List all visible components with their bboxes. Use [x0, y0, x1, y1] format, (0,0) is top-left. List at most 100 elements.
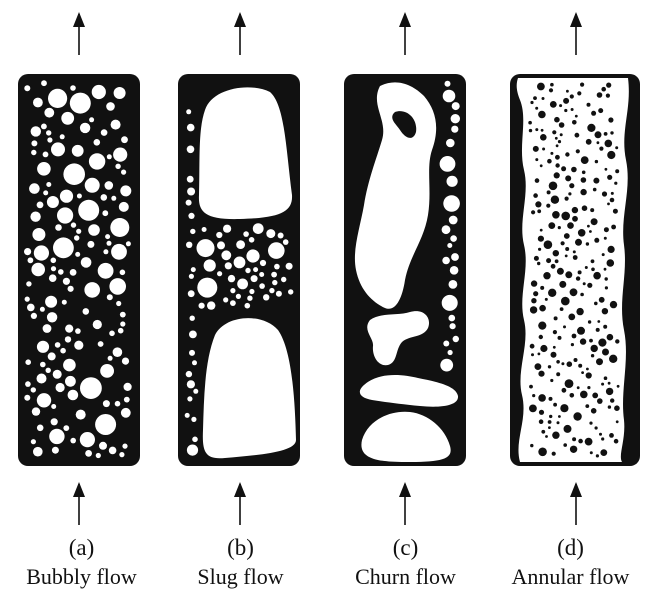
- gas-bubble: [48, 89, 67, 108]
- gas-bubble: [116, 301, 121, 306]
- liquid-droplet: [541, 129, 544, 132]
- gas-bubble: [83, 308, 90, 315]
- liquid-droplet: [544, 240, 553, 249]
- gas-bubble: [70, 269, 77, 276]
- liquid-droplet: [587, 103, 591, 107]
- liquid-droplet: [611, 225, 616, 230]
- liquid-droplet: [610, 301, 617, 308]
- liquid-droplet: [614, 182, 617, 185]
- liquid-droplet: [537, 209, 541, 213]
- gas-bubble: [96, 453, 101, 458]
- liquid-droplet: [593, 188, 597, 192]
- liquid-droplet: [602, 308, 608, 314]
- liquid-droplet: [554, 172, 560, 178]
- liquid-droplet: [539, 419, 544, 424]
- liquid-droplet: [614, 439, 619, 444]
- gas-bubble: [447, 176, 458, 187]
- liquid-droplet: [592, 393, 598, 399]
- liquid-droplet: [538, 353, 541, 356]
- liquid-droplet: [548, 365, 551, 368]
- gas-bubble: [188, 290, 195, 297]
- liquid-droplet: [540, 229, 543, 232]
- liquid-droplet: [580, 338, 586, 344]
- gas-bubble: [189, 274, 194, 279]
- gas-bubble: [186, 371, 192, 377]
- gas-bubble: [243, 231, 249, 237]
- liquid-droplet: [557, 421, 560, 424]
- gas-bubble: [31, 150, 36, 155]
- gas-bubble: [68, 286, 74, 292]
- liquid-droplet: [597, 320, 600, 323]
- gas-bubble: [60, 190, 73, 203]
- gas-bubble: [46, 182, 51, 187]
- liquid-droplet: [549, 397, 553, 401]
- liquid-droplet: [561, 241, 565, 245]
- gas-bubble: [190, 229, 195, 234]
- gas-bubble: [31, 263, 45, 277]
- outlet-arrow-head-c: [399, 12, 411, 27]
- liquid-droplet: [572, 120, 577, 125]
- inlet-arrow-head-d: [570, 482, 582, 497]
- gas-bubble: [190, 316, 195, 321]
- gas-bubble: [230, 300, 236, 306]
- liquid-droplet: [602, 349, 609, 356]
- gas-bubble: [52, 447, 59, 454]
- gas-bubble: [450, 323, 456, 329]
- gas-bubble: [234, 257, 246, 269]
- gas-bubble: [119, 452, 124, 457]
- liquid-droplet: [553, 330, 557, 334]
- liquid-droplet: [563, 325, 566, 328]
- liquid-droplet: [565, 255, 568, 258]
- liquid-droplet: [555, 155, 560, 160]
- liquid-droplet: [551, 352, 557, 358]
- liquid-droplet: [559, 281, 566, 288]
- gas-bubble: [24, 395, 30, 401]
- liquid-droplet: [555, 163, 559, 167]
- liquid-droplet: [538, 371, 544, 377]
- gas-bubble: [77, 194, 82, 199]
- gas-bubble: [107, 294, 113, 300]
- liquid-droplet: [557, 268, 564, 275]
- liquid-droplet: [589, 230, 592, 233]
- outlet-arrow-head-b: [234, 12, 246, 27]
- liquid-droplet: [602, 191, 607, 196]
- liquid-droplet: [593, 272, 601, 280]
- liquid-droplet: [539, 305, 546, 312]
- liquid-droplet: [607, 151, 615, 159]
- liquid-droplet: [596, 328, 600, 332]
- gas-bubble: [109, 331, 115, 337]
- gas-bubble: [113, 347, 123, 357]
- gas-bubble: [100, 364, 114, 378]
- liquid-droplet: [553, 250, 559, 256]
- gas-bubble: [197, 239, 215, 257]
- liquid-droplet: [547, 159, 552, 164]
- gas-bubble: [118, 328, 124, 334]
- liquid-droplet: [576, 149, 580, 153]
- liquid-droplet: [538, 322, 546, 330]
- liquid-droplet: [600, 449, 607, 456]
- gas-bubble: [28, 257, 34, 263]
- gas-bubble: [53, 237, 74, 258]
- liquid-droplet: [578, 229, 586, 237]
- gas-bubble: [45, 296, 57, 308]
- liquid-droplet: [580, 189, 586, 195]
- gas-bubble: [450, 266, 459, 275]
- liquid-droplet: [553, 346, 556, 349]
- liquid-droplet: [566, 90, 569, 93]
- liquid-droplet: [550, 152, 553, 155]
- inlet-arrow-head-a: [73, 482, 85, 497]
- gas-bubble: [115, 401, 121, 407]
- gas-bubble: [449, 216, 458, 225]
- liquid-droplet: [613, 209, 618, 214]
- gas-bubble: [74, 235, 79, 240]
- liquid-droplet: [547, 190, 551, 194]
- liquid-droplet: [586, 372, 592, 378]
- liquid-droplet: [558, 415, 561, 418]
- gas-bubble: [126, 241, 131, 246]
- gas-bubble: [43, 324, 52, 333]
- liquid-droplet: [552, 432, 559, 439]
- gas-bubble: [51, 266, 56, 271]
- liquid-droplet: [568, 314, 575, 321]
- gas-bubble: [276, 291, 282, 297]
- gas-bubble: [185, 413, 190, 418]
